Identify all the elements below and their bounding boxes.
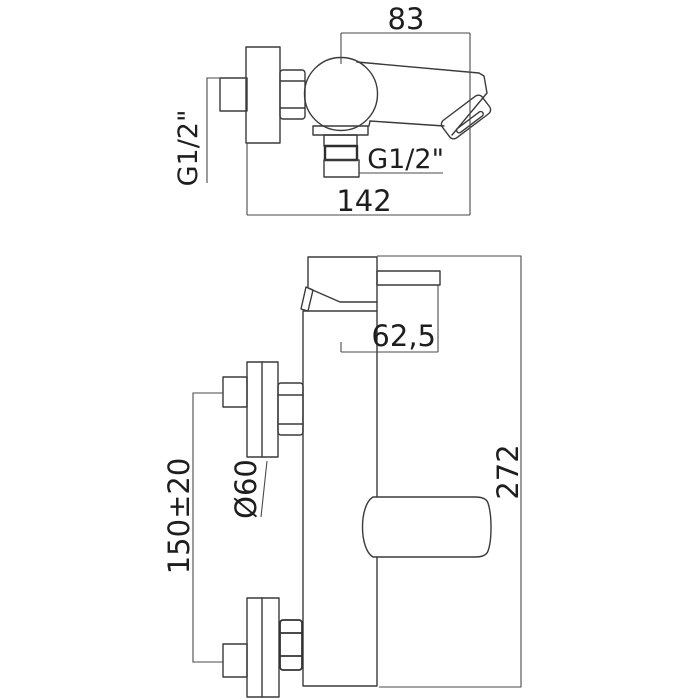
- front-upper-pipe: [222, 376, 248, 408]
- top-view: 83 142 G1/2" G1/2": [173, 2, 492, 218]
- top-wall-plate: [245, 46, 281, 144]
- top-hex-nut: [279, 69, 306, 120]
- front-view: 272 62,5 150±20 Ø60: [162, 255, 525, 698]
- label-inlet-thread: G1/2": [173, 77, 220, 187]
- top-aerator-tip: [440, 94, 492, 140]
- front-lower-connection: [222, 597, 303, 698]
- front-body-column: [302, 310, 378, 687]
- dim-272: 272: [377, 255, 525, 688]
- top-spout: [356, 61, 488, 136]
- label-outlet-thread-text: G1/2": [367, 144, 444, 175]
- front-handle-grip: [361, 496, 492, 558]
- top-inlet-pipe: [219, 77, 248, 112]
- label-outlet-thread: G1/2": [359, 144, 444, 175]
- dim-150-20: 150±20: [162, 392, 223, 663]
- front-lower-pipe: [222, 643, 248, 678]
- dim-272-label: 272: [491, 444, 525, 499]
- front-aerator-tip: [300, 286, 314, 312]
- front-spout: [300, 256, 378, 312]
- front-upper-connection: [222, 361, 304, 458]
- label-inlet-thread-text: G1/2": [173, 110, 204, 187]
- label-escutcheon-diameter-text: Ø60: [229, 459, 263, 519]
- front-lower-hex-nut: [279, 619, 303, 671]
- front-lower-escutcheon: [246, 597, 280, 698]
- dim-142: 142: [246, 143, 470, 218]
- dim-142-label: 142: [336, 184, 391, 218]
- dim-83: 83: [340, 2, 471, 215]
- dim-62-5-label: 62,5: [371, 319, 436, 353]
- dim-150-20-label: 150±20: [162, 458, 196, 575]
- top-outlet-connection: [312, 125, 369, 178]
- front-upper-hex-nut: [277, 382, 304, 436]
- top-valve-body-circle: [303, 56, 379, 132]
- front-lever-handle: [376, 270, 441, 286]
- dim-83-label: 83: [388, 2, 425, 36]
- label-escutcheon-diameter: Ø60: [229, 459, 268, 519]
- dim-62-5: 62,5: [340, 285, 439, 353]
